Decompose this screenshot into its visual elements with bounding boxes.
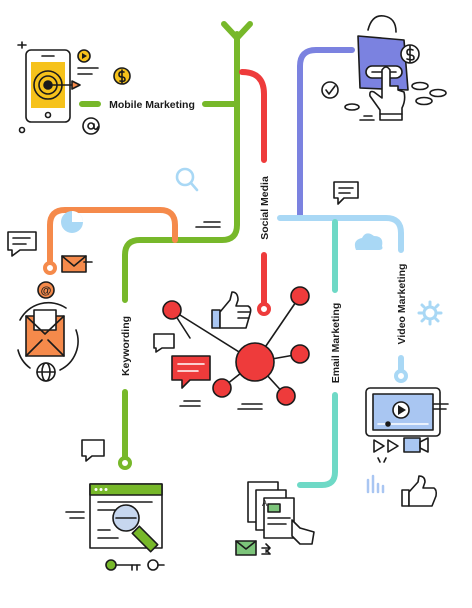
smartphone-target-icon	[17, 41, 99, 134]
pie-chart-icon	[61, 211, 83, 233]
cloud-icon	[354, 233, 383, 250]
text-lines-decor	[195, 221, 221, 228]
magnifier-icon	[175, 167, 199, 192]
text-lines-decor-2	[179, 400, 263, 410]
thumbs-up-right-icon	[401, 475, 438, 507]
coins-icon	[344, 81, 447, 111]
thumbs-up-icon	[211, 291, 252, 329]
chat-bubble-left-icon	[7, 231, 37, 257]
key-icon	[105, 559, 165, 571]
svg-text:@: @	[41, 285, 52, 297]
light-blue-route-end	[394, 369, 408, 383]
chat-bubble-small-icon	[153, 333, 175, 353]
browser-search-icon	[65, 483, 163, 553]
dollar-badge-icon	[400, 44, 420, 64]
red-route-end	[257, 302, 271, 316]
red-route	[239, 69, 267, 308]
label-keywording: Keywording	[120, 316, 132, 376]
video-player-icon	[365, 387, 449, 437]
envelope-icon	[61, 255, 93, 273]
orange-route	[47, 207, 178, 271]
media-controls-icon	[373, 437, 429, 463]
email-cycle-icon: @	[17, 281, 79, 371]
orange-route-end	[43, 261, 57, 275]
purple-route	[297, 47, 355, 221]
chat-bubble-bottom-icon	[81, 439, 105, 462]
label-social-media: Social Media	[259, 176, 271, 240]
green-route-end	[118, 456, 132, 470]
green-route	[122, 31, 240, 466]
dollar-coin-icon	[113, 67, 131, 85]
message-icon	[171, 355, 211, 389]
label-email-marketing: Email Marketing	[330, 303, 342, 384]
envelope-small-icon	[235, 540, 271, 556]
teal-route	[297, 219, 338, 488]
network-graph-icon	[162, 286, 310, 406]
route-lines	[43, 21, 408, 488]
label-video-marketing: Video Marketing	[396, 264, 408, 345]
gear-icon	[417, 300, 443, 326]
at-sign-icon	[82, 117, 100, 135]
play-icon	[77, 49, 91, 63]
chat-bubble-icon	[333, 181, 359, 205]
svg-text:A: A	[262, 499, 268, 508]
globe-icon	[36, 362, 56, 382]
bar-chart-icon	[366, 474, 385, 494]
documents-icon: A	[247, 481, 315, 545]
label-mobile-marketing: Mobile Marketing	[109, 99, 195, 111]
hand-pointer-icon	[359, 66, 406, 121]
checkmark-icon	[321, 81, 339, 99]
green-fork	[221, 21, 253, 41]
